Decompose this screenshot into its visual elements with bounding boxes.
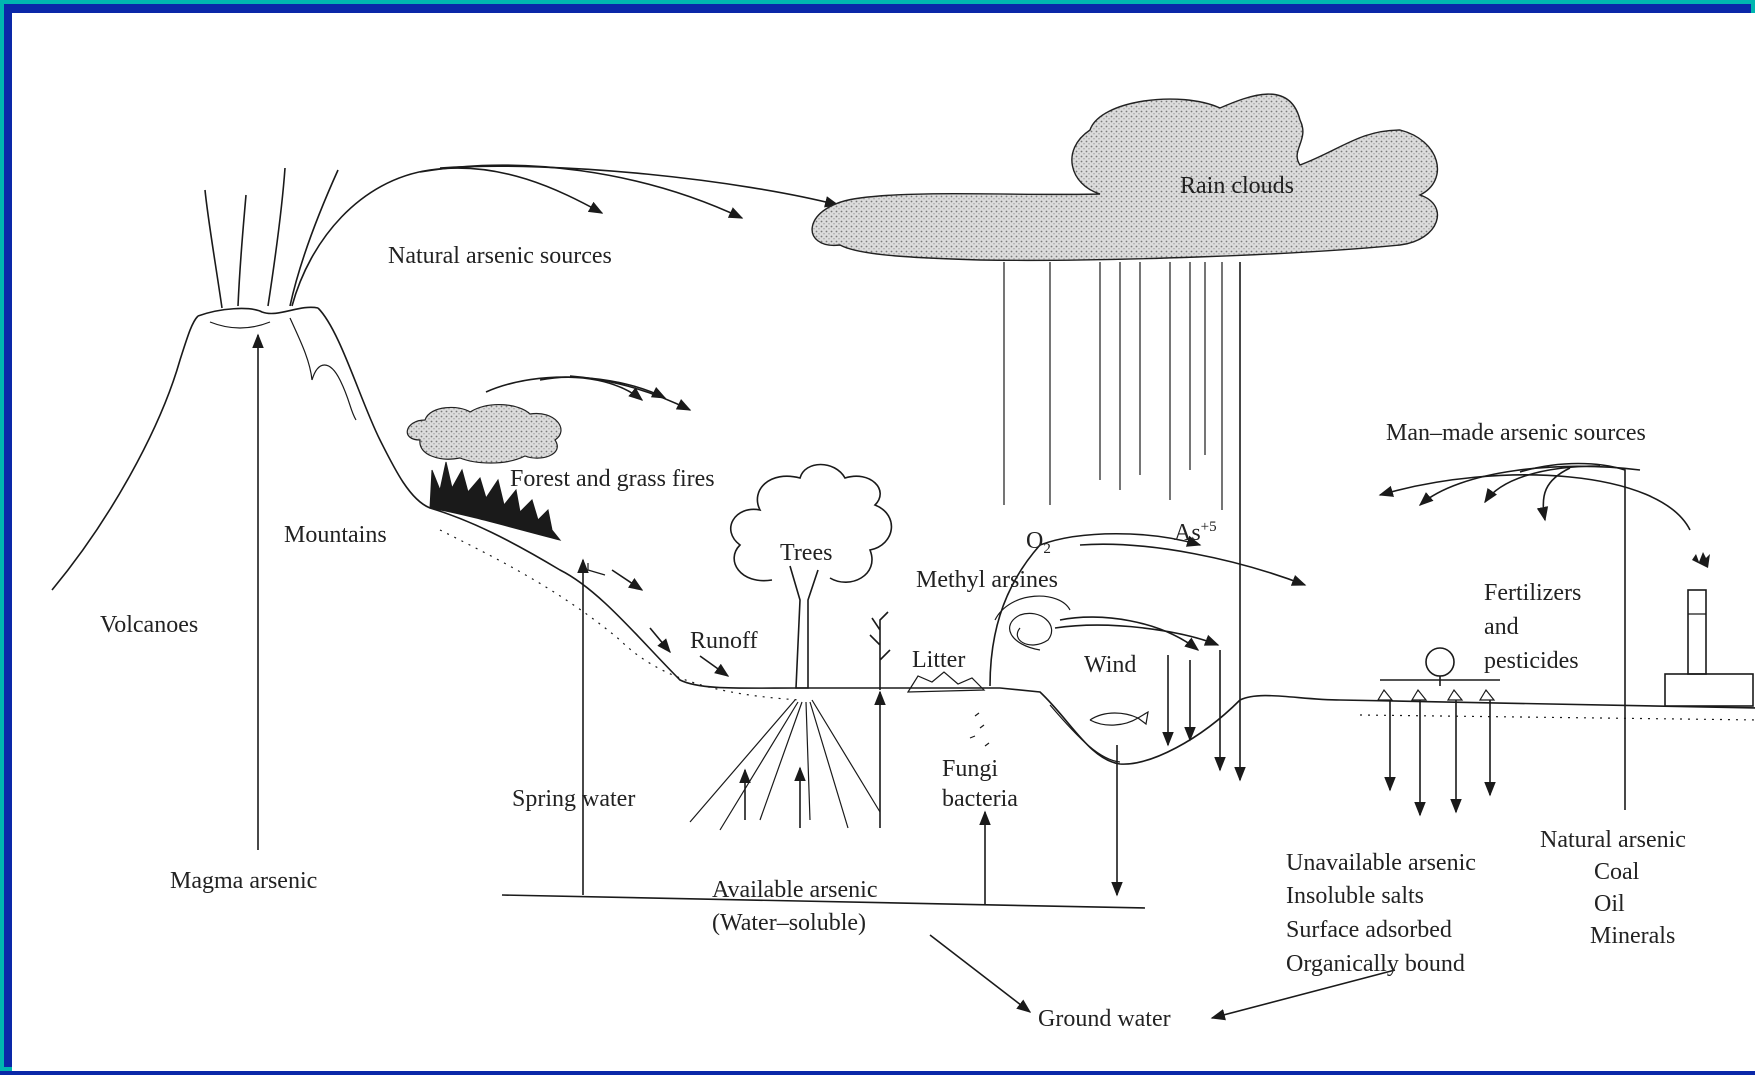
tree-trunk [790,566,818,688]
factory [1665,552,1753,706]
fungi-label: Fungi [942,756,998,782]
runoff-label: Runoff [690,628,758,654]
litter-label: Litter [912,647,965,673]
fertilizers-and-label: and [1484,614,1519,640]
mountains-label: Mountains [284,522,387,548]
natural-deposit-arrow [1520,464,1625,811]
o2-label: O2 [1026,528,1051,557]
seedling [870,612,890,828]
minerals-label: Minerals [1590,923,1675,949]
available-arsenic-label: Available arsenic [712,877,877,903]
insoluble-salts-label: Insoluble salts [1286,883,1424,909]
natural-sources-label: Natural arsenic sources [388,243,612,269]
oil-label: Oil [1594,891,1625,917]
forest-fires-label: Forest and grass fires [510,466,715,492]
volcano-crater [198,307,318,316]
wind-swirl [995,596,1070,650]
methyl-arsines-label: Methyl arsines [916,567,1058,593]
sprayer [1378,648,1500,815]
smoke-cloud [407,405,561,463]
fertilizers-label: Fertilizers [1484,580,1581,606]
as5-label: As+5 [1174,519,1217,546]
coal-label: Coal [1594,859,1640,885]
volcano-crater-rim [210,322,270,328]
man-made-label: Man–made arsenic sources [1386,420,1646,446]
fish [1090,712,1148,725]
trees-label: Trees [780,540,832,566]
magma-label: Magma arsenic [170,868,317,894]
volcanoes-label: Volcanoes [100,612,198,638]
wind-label: Wind [1084,652,1136,678]
volcano-lava-flow [290,318,356,420]
rain-clouds-label: Rain clouds [1180,173,1294,199]
litter-pile [908,672,989,746]
natural-arsenic-deposits-label: Natural arsenic [1540,827,1686,853]
rain-cloud-shape [812,94,1437,260]
spring-water-label: Spring water [512,786,635,812]
unavailable-arsenic-label: Unavailable arsenic [1286,850,1476,876]
pesticides-label: pesticides [1484,648,1579,674]
ground-water-label: Ground water [1038,1006,1171,1032]
volcano-left-slope [52,316,198,590]
organically-bound-label: Organically bound [1286,951,1465,977]
surface-adsorbed-label: Surface adsorbed [1286,917,1452,943]
tree-roots [690,700,880,830]
arsenic-cycle-diagram: Rain clouds [12,13,1755,1071]
diagram-panel: Rain clouds [12,13,1755,1071]
man-made-sources [1378,464,1753,816]
runoff-arrows [612,570,728,676]
bacteria-label: bacteria [942,786,1018,812]
water-soluble-label: (Water–soluble) [712,910,866,936]
spring-cliff [588,563,605,575]
